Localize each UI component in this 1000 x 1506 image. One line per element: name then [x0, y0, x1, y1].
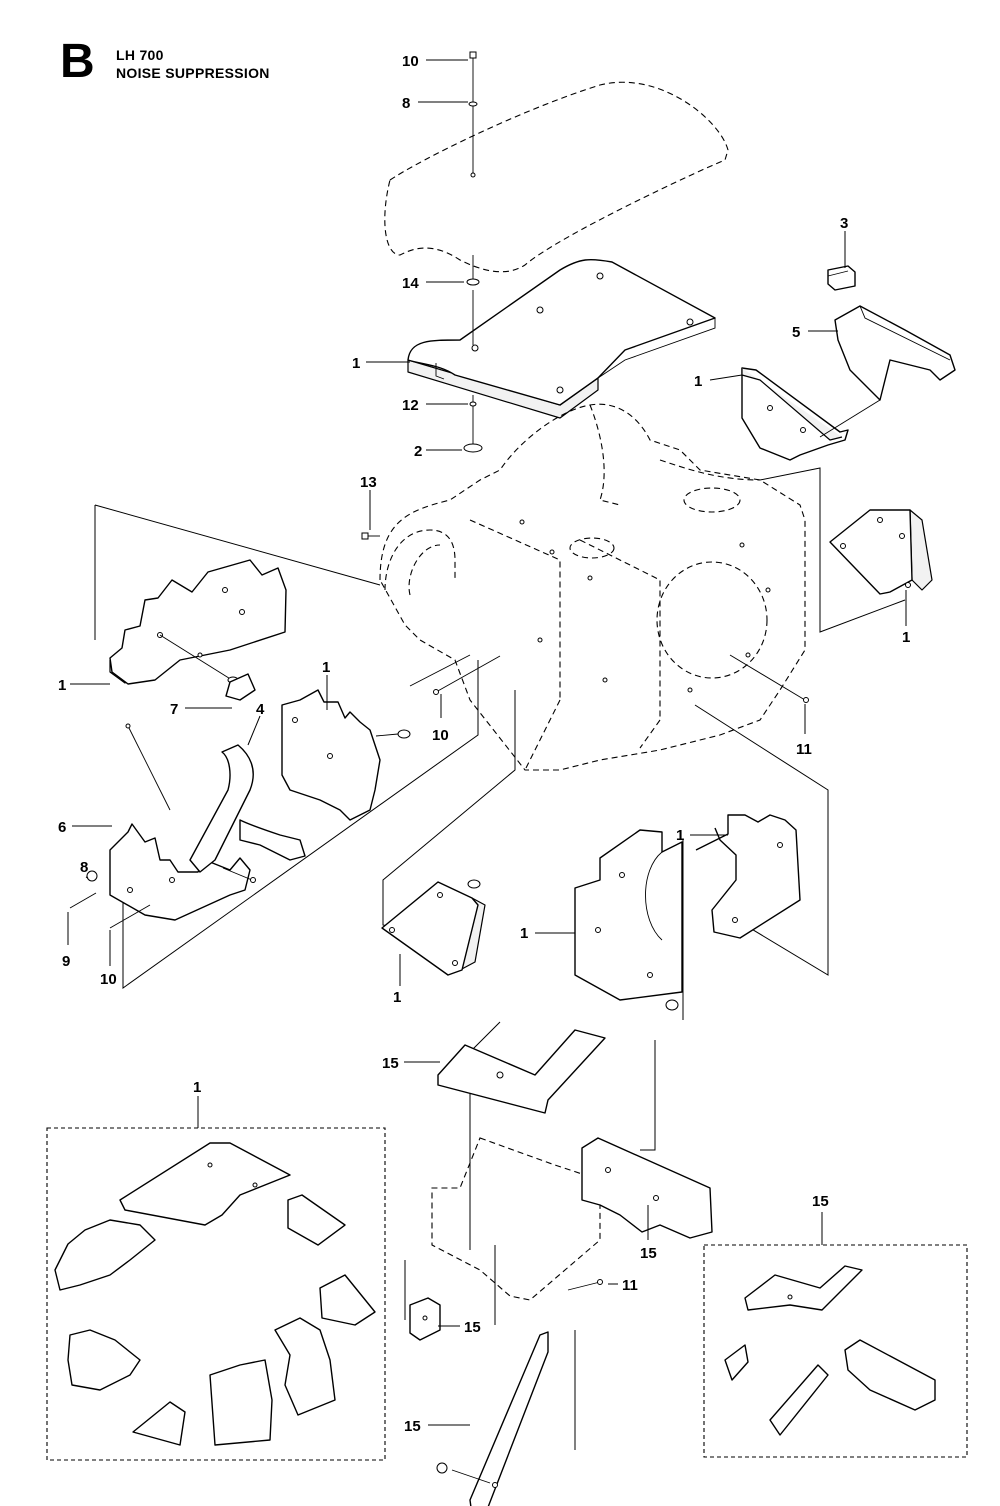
callout-14: 14	[402, 275, 419, 292]
callout-5: 5	[792, 324, 800, 341]
main-housing-dashed	[379, 403, 806, 771]
bottom-pads	[409, 1029, 713, 1506]
callout-13: 13	[360, 474, 377, 491]
section-letter: B	[60, 35, 95, 88]
callout-7: 7	[170, 701, 178, 718]
callout-9: 9	[62, 953, 70, 970]
callout-3: 3	[840, 215, 848, 232]
assembly-guide-lines	[94, 467, 906, 1450]
kit-box-15	[703, 1244, 968, 1458]
callout-10-top: 10	[402, 53, 419, 70]
right-upper-pad	[741, 367, 881, 461]
top-fastener-stack	[463, 51, 483, 453]
callout-1-right-upper: 1	[694, 373, 702, 390]
callout-11-right: 11	[796, 741, 812, 758]
callout-15-kit: 15	[812, 1193, 829, 1210]
callout-15-c: 15	[464, 1319, 481, 1336]
diagram-title: NOISE SUPPRESSION	[116, 65, 270, 81]
right-plate-pad	[829, 509, 933, 595]
bracket-part-5	[834, 305, 956, 401]
callout-8-low: 8	[80, 859, 88, 876]
callout-1-plate-low: 1	[393, 989, 401, 1006]
callout-12: 12	[402, 397, 419, 414]
callout-1-kit: 1	[193, 1079, 201, 1096]
callout-2: 2	[414, 443, 422, 460]
callout-1-top: 1	[352, 355, 360, 372]
callout-10-mid: 10	[432, 727, 449, 744]
callout-1-left: 1	[58, 677, 66, 694]
callout-1-right-plate: 1	[902, 629, 910, 646]
housing-hardware	[361, 532, 809, 703]
callout-15-d: 15	[404, 1418, 421, 1435]
callout-10-low: 10	[100, 971, 117, 988]
callout-numbers: 10 8 14 1 12 2 3 5 1 13 1 1 1 4 7 10 11 …	[58, 53, 910, 1435]
callout-11-low: 11	[622, 1277, 638, 1294]
model-name: LH 700	[116, 47, 164, 63]
callout-leaders	[67, 59, 907, 1426]
callout-15-a: 15	[382, 1055, 399, 1072]
callout-15-b: 15	[640, 1245, 657, 1262]
callout-4: 4	[256, 701, 265, 718]
callout-8-top: 8	[402, 95, 410, 112]
kit-box-1	[46, 1127, 386, 1461]
callout-1-center: 1	[520, 925, 528, 942]
callout-1-right-lower: 1	[676, 827, 684, 844]
right-lower-pads	[574, 814, 801, 1011]
clip-part-3	[827, 265, 856, 291]
callout-1-mid-left: 1	[322, 659, 330, 676]
dashed-hood-outline	[384, 81, 729, 273]
top-pad-part	[407, 258, 716, 419]
callout-6: 6	[58, 819, 66, 836]
triangle-plate-pad	[381, 879, 486, 976]
left-side-pad	[109, 559, 287, 685]
left-lower-group	[69, 673, 411, 929]
